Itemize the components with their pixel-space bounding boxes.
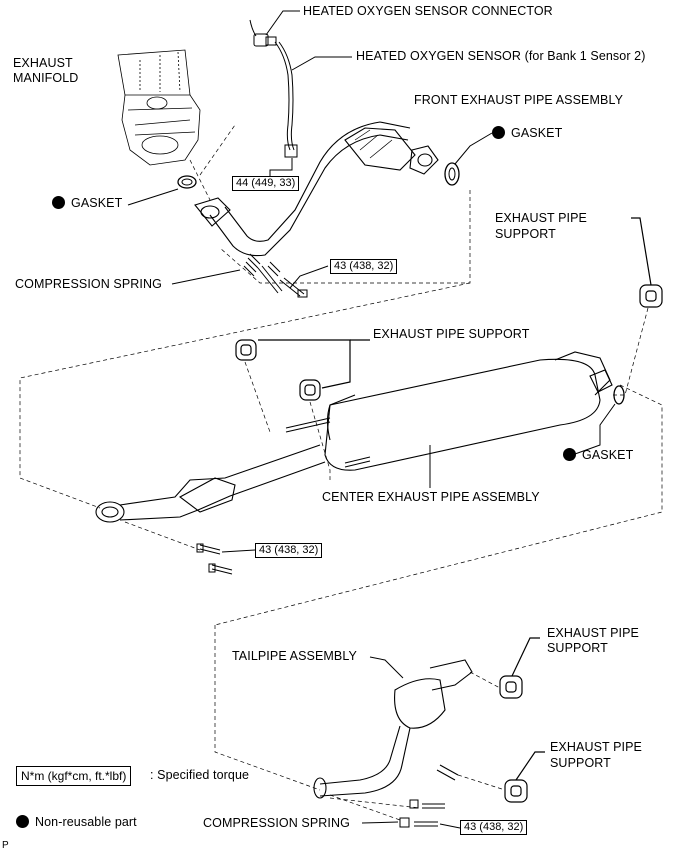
center-flange-bolts (196, 543, 256, 575)
label-heated-oxygen-sensor: HEATED OXYGEN SENSOR (for Bank 1 Sensor … (356, 49, 646, 63)
exhaust-pipe-support-tail (499, 637, 545, 803)
label-exhaust-pipe-support-tail2-1: EXHAUST PIPE (550, 740, 642, 754)
label-exhaust-pipe-support-tail-2: SUPPORT (547, 641, 608, 655)
label-exhaust-pipe-support-right-1: EXHAUST PIPE (495, 211, 587, 225)
label-center-exhaust-pipe-assembly: CENTER EXHAUST PIPE ASSEMBLY (322, 490, 540, 504)
torque-front-flange: 43 (438, 32) (330, 259, 398, 274)
label-gasket-center: GASKET (563, 448, 633, 463)
label-compression-spring-tail: COMPRESSION SPRING (203, 816, 350, 830)
exhaust-pipe-support-center (235, 339, 370, 401)
torque-tail-flange: 43 (438, 32) (460, 820, 528, 835)
label-heated-oxygen-sensor-connector: HEATED OXYGEN SENSOR CONNECTOR (303, 4, 553, 18)
label-front-exhaust-pipe-assembly: FRONT EXHAUST PIPE ASSEMBLY (414, 93, 624, 107)
gasket-center (613, 385, 625, 405)
center-exhaust-pipe (95, 351, 613, 523)
label-exhaust-pipe-support-center: EXHAUST PIPE SUPPORT (373, 327, 530, 341)
legend-non-reusable: Non-reusable part (16, 815, 137, 830)
non-reusable-dot-icon (52, 196, 65, 209)
non-reusable-dot-icon (492, 126, 505, 139)
front-exhaust-pipe (194, 121, 439, 257)
label-gasket-top-right: GASKET (492, 126, 562, 141)
compression-spring-front (171, 253, 329, 298)
compression-spring-tail (361, 799, 461, 829)
torque-sensor: 44 (449, 33) (232, 176, 300, 191)
label-gasket-left: GASKET (52, 196, 122, 211)
torque-center-flange: 43 (438, 32) (255, 543, 323, 558)
corner-mark: P (2, 840, 9, 851)
exhaust-pipe-support-top-right (631, 217, 663, 308)
non-reusable-dot-icon (16, 815, 29, 828)
non-reusable-dot-icon (563, 448, 576, 461)
legend-torque-desc: : Specified torque (150, 768, 250, 782)
label-exhaust-manifold-2: MANIFOLD (13, 71, 79, 85)
tailpipe-assembly (313, 659, 473, 799)
heated-oxygen-sensor (249, 10, 352, 177)
exhaust-manifold (117, 49, 201, 166)
label-compression-spring-front: COMPRESSION SPRING (15, 277, 162, 291)
gasket-left (177, 175, 197, 189)
label-exhaust-pipe-support-tail-1: EXHAUST PIPE (547, 626, 639, 640)
label-exhaust-pipe-support-right-2: SUPPORT (495, 227, 556, 241)
label-exhaust-manifold-1: EXHAUST (13, 56, 73, 70)
gasket-right (444, 162, 460, 186)
label-exhaust-pipe-support-tail2-2: SUPPORT (550, 756, 611, 770)
label-tailpipe-assembly: TAILPIPE ASSEMBLY (232, 649, 357, 663)
legend-torque-units: N*m (kgf*cm, ft.*lbf) (16, 766, 132, 786)
